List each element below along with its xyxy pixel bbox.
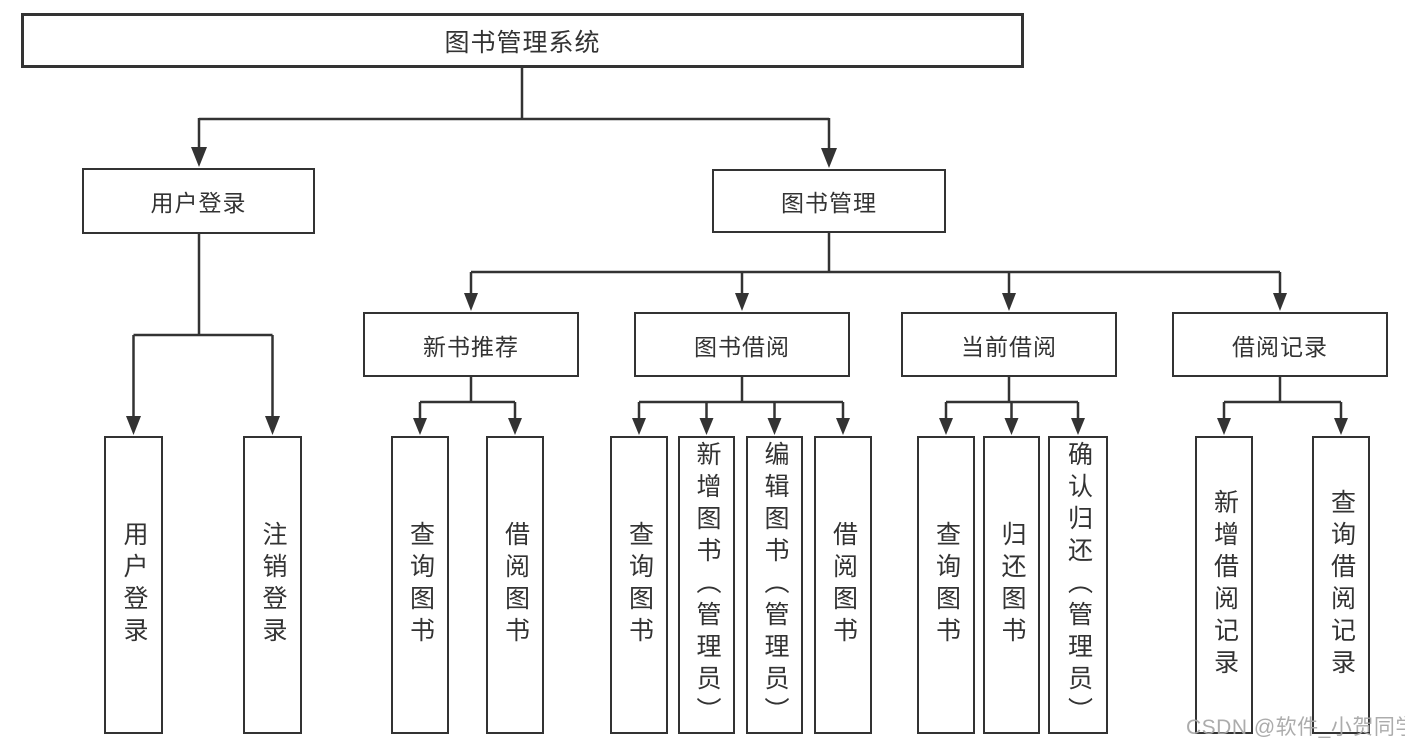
branch-book-management-label: 图书管理 [781, 190, 877, 216]
leaf-borrow-books-recommend-label: 借阅图书 [501, 521, 530, 649]
leaf-borrow-books-recommend: 借阅图书 [486, 436, 544, 734]
leaf-query-borrow-record: 查询借阅记录 [1312, 436, 1370, 734]
branch-book-management: 图书管理 [712, 169, 946, 233]
leaf-query-books-current-label: 查询图书 [932, 521, 961, 649]
leaf-logout-label: 注销登录 [259, 521, 287, 649]
leaf-return-book: 归还图书 [983, 436, 1040, 734]
leaf-add-borrow-record: 新增借阅记录 [1195, 436, 1253, 734]
root-box-library-system: 图书管理系统 [21, 13, 1024, 68]
category-current-borrowing: 当前借阅 [901, 312, 1117, 377]
leaf-query-books-current: 查询图书 [917, 436, 975, 734]
csdn-watermark: CSDN @软件_小贺同学 [1186, 716, 1405, 739]
root-label: 图书管理系统 [444, 28, 601, 57]
leaf-user-login-label: 用户登录 [120, 521, 148, 649]
leaf-query-books-recommend-label: 查询图书 [406, 521, 435, 649]
leaf-confirm-return-admin-label: 确认归还（管理员） [1064, 441, 1093, 729]
leaf-edit-book-admin-label: 编辑图书（管理员） [761, 441, 789, 729]
leaf-borrow-books-borrowing-label: 借阅图书 [829, 521, 858, 649]
category-current-borrowing-label: 当前借阅 [961, 333, 1057, 360]
branch-user-login: 用户登录 [82, 168, 315, 234]
leaf-borrow-books-borrowing: 借阅图书 [814, 436, 872, 734]
leaf-user-login: 用户登录 [104, 436, 163, 734]
leaf-edit-book-admin: 编辑图书（管理员） [746, 436, 803, 734]
category-book-borrowing: 图书借阅 [634, 312, 850, 377]
leaf-query-books-borrowing: 查询图书 [610, 436, 668, 734]
branch-user-login-label: 用户登录 [150, 190, 247, 216]
category-borrowing-records: 借阅记录 [1172, 312, 1388, 377]
category-new-book-recommend: 新书推荐 [363, 312, 579, 377]
category-book-borrowing-label: 图书借阅 [694, 333, 790, 360]
leaf-add-borrow-record-label: 新增借阅记录 [1210, 489, 1239, 681]
category-borrowing-records-label: 借阅记录 [1232, 333, 1328, 360]
category-new-book-recommend-label: 新书推荐 [423, 333, 519, 360]
leaf-confirm-return-admin: 确认归还（管理员） [1048, 436, 1108, 734]
leaf-logout: 注销登录 [243, 436, 302, 734]
arrowheads [126, 147, 1348, 435]
leaf-query-borrow-record-label: 查询借阅记录 [1327, 489, 1356, 681]
leaf-return-book-label: 归还图书 [998, 521, 1026, 649]
leaf-add-book-admin-label: 新增图书（管理员） [693, 441, 721, 729]
leaf-query-books-borrowing-label: 查询图书 [625, 521, 654, 649]
leaf-query-books-recommend: 查询图书 [391, 436, 449, 734]
leaf-add-book-admin: 新增图书（管理员） [678, 436, 735, 734]
